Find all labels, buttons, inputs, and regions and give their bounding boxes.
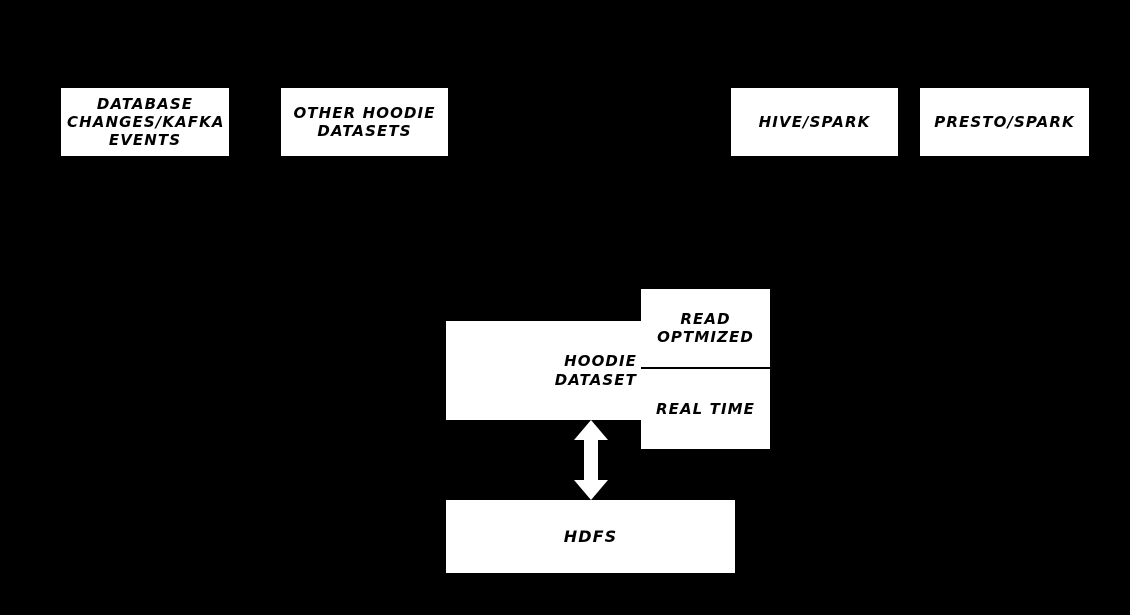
node-read-optimized-view[interactable]: READ OPTMIZED — [641, 289, 770, 369]
node-label: DATABASE CHANGES/KAFKA EVENTS — [67, 94, 225, 150]
node-other-hoodie-datasets[interactable]: OTHER HOODIE DATASETS — [281, 88, 448, 156]
node-label: PRESTO/SPARK — [934, 112, 1075, 131]
node-hdfs[interactable]: HDFS — [446, 500, 735, 573]
node-hoodie-dataset[interactable]: HOODIE DATASET — [446, 321, 641, 420]
node-hive-spark[interactable]: HIVE/SPARK — [731, 88, 898, 156]
node-label: HOODIE DATASET — [554, 352, 637, 389]
node-label: OTHER HOODIE DATASETS — [293, 103, 436, 140]
node-label: HIVE/SPARK — [758, 112, 871, 131]
node-label: HDFS — [563, 526, 618, 546]
node-database-changes-kafka-events[interactable]: DATABASE CHANGES/KAFKA EVENTS — [61, 88, 229, 156]
node-real-time-view[interactable]: REAL TIME — [641, 369, 770, 449]
node-label: REAL TIME — [655, 399, 756, 418]
double-headed-vertical-arrow-icon — [574, 420, 608, 500]
node-label: READ OPTMIZED — [657, 309, 754, 346]
node-presto-spark[interactable]: PRESTO/SPARK — [920, 88, 1089, 156]
